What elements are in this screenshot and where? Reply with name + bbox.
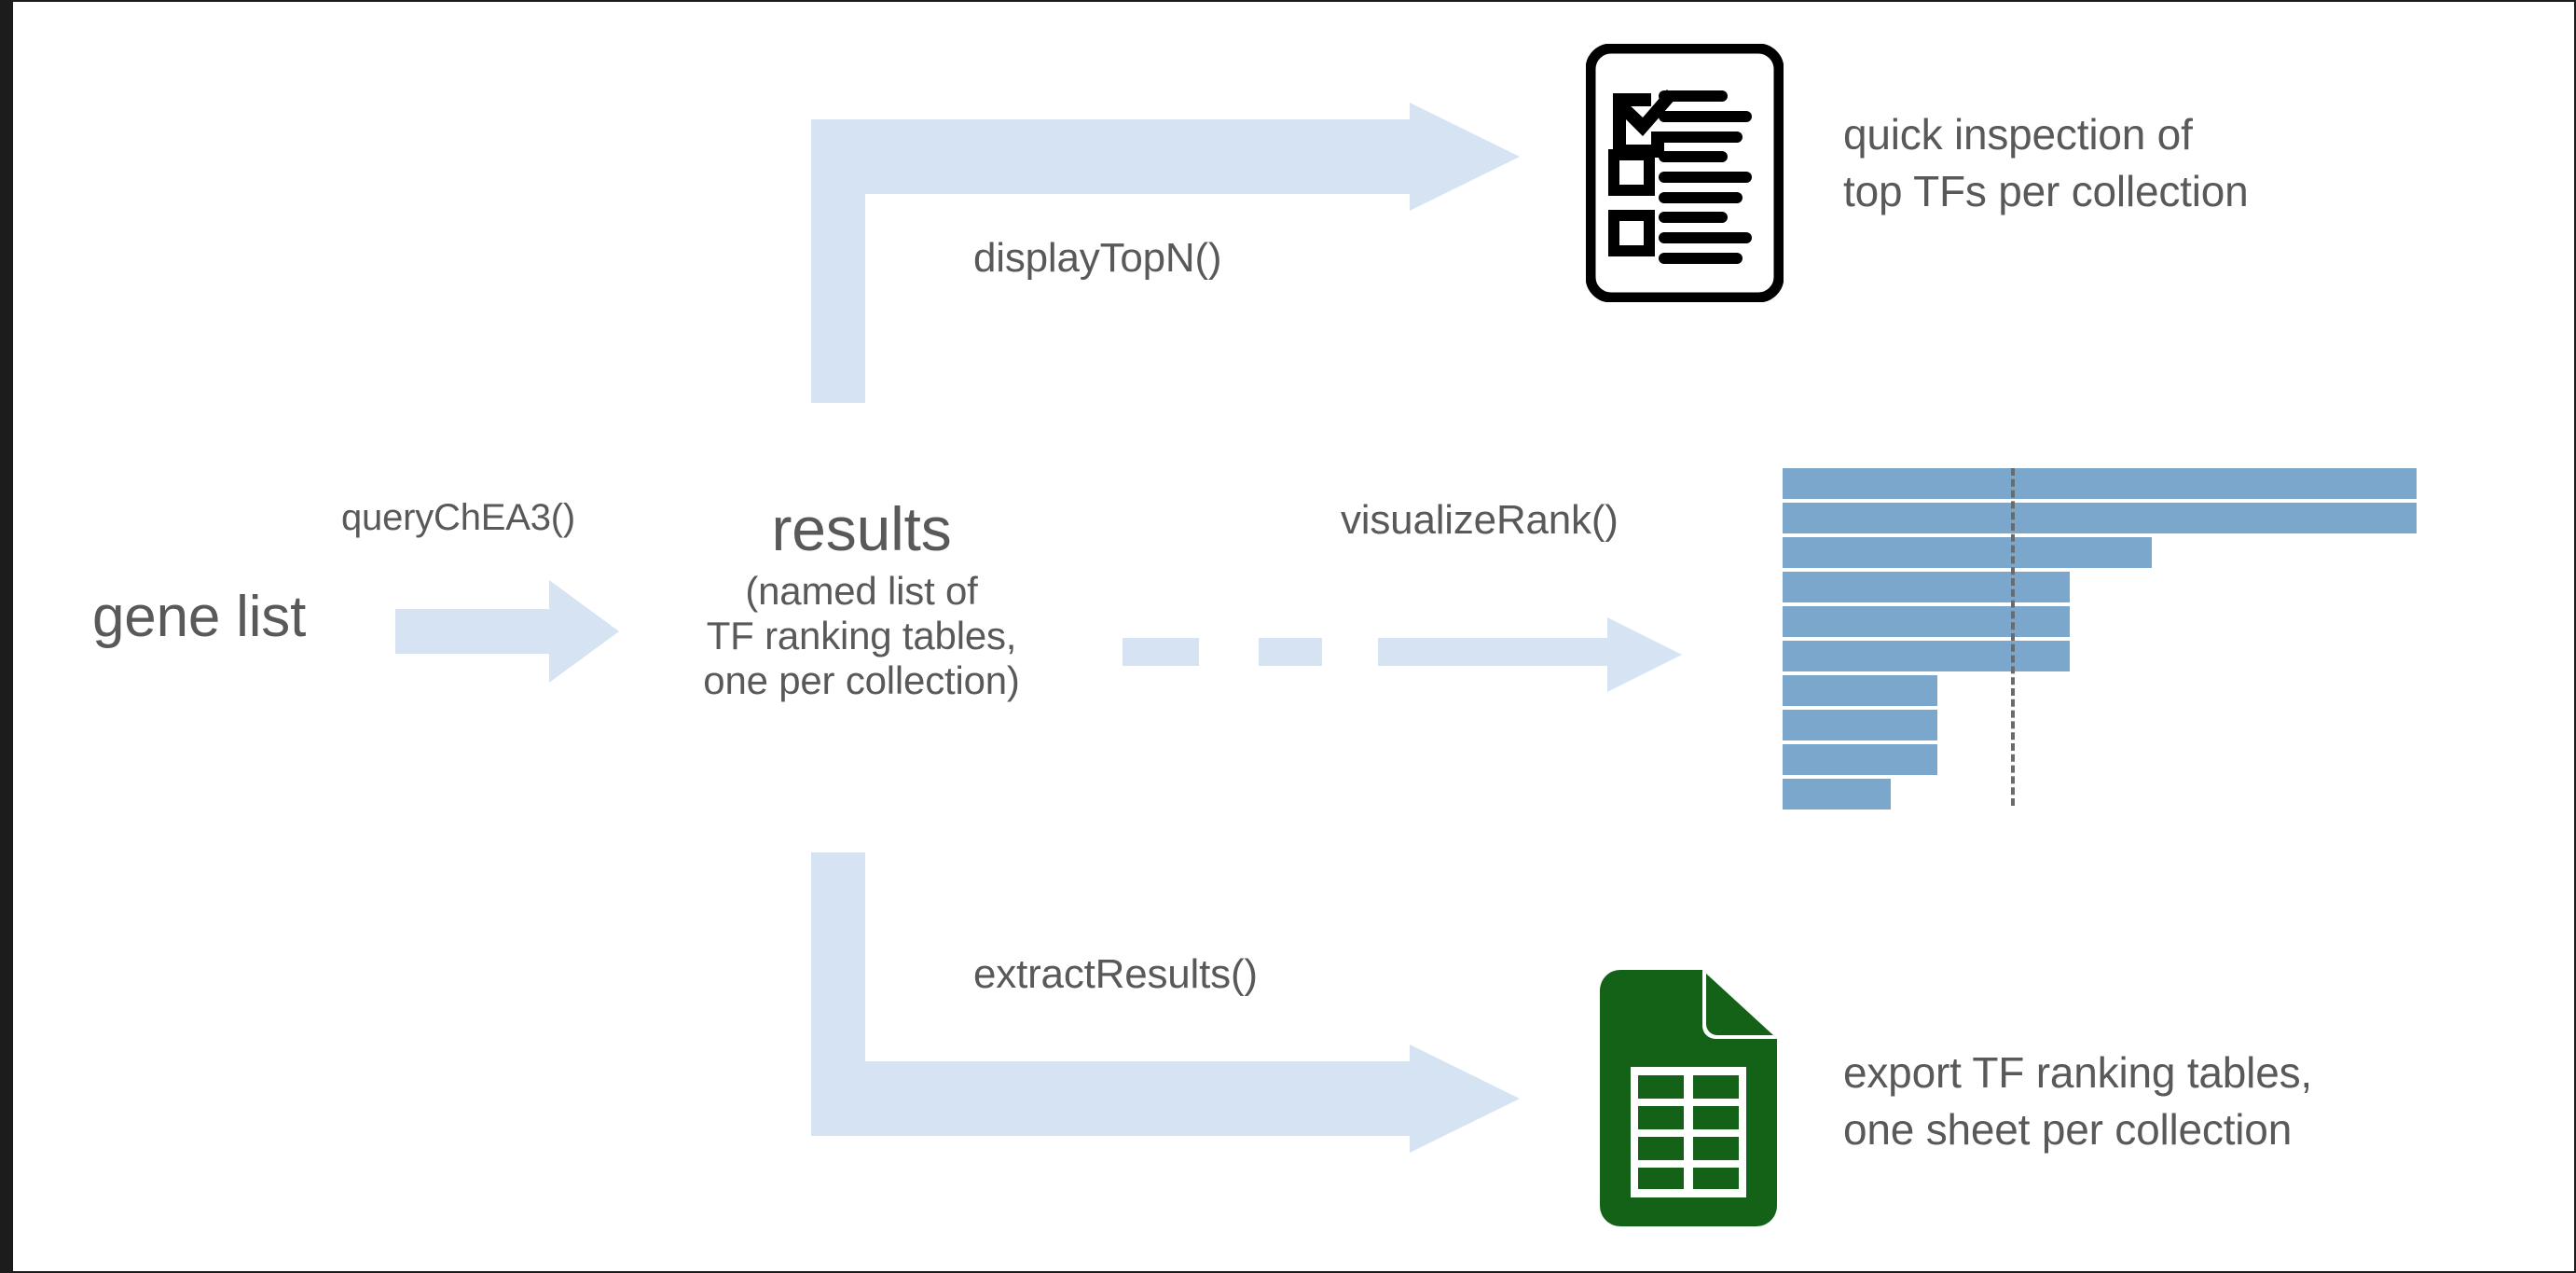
function-label-query-chea3: queryChEA3() [341,497,576,538]
bar-row [1783,710,1937,740]
horizontal-bar-chart [1783,468,2426,809]
function-label-display-top-n: displayTopN() [973,235,1222,281]
input-node-gene-list: gene list [92,585,307,649]
function-label-visualize-rank: visualizeRank() [1341,497,1619,543]
arrow-right-icon [395,580,619,683]
dashed-arrow-right-icon [1123,617,1682,692]
spreadsheet-caption: export TF ranking tables, one sheet per … [1843,1048,2312,1154]
bar-row [1783,779,1891,809]
bar-row [1783,744,1937,775]
bar-row [1783,537,2152,568]
bar-row [1783,468,2417,499]
checklist-caption: quick inspection of top TFs per collecti… [1843,110,2249,215]
function-label-extract-results: extractResults() [973,951,1258,997]
elbow-arrow-down-right-icon [811,852,1520,1153]
spreadsheet-document-icon [1600,970,1777,1226]
bar-row [1783,641,2070,671]
elbow-arrow-up-right-icon [811,103,1520,403]
bar-row [1783,675,1937,706]
bar-row [1783,606,2070,637]
results-node-sublabel: (named list of TF ranking tables, one pe… [703,569,1020,702]
bar-row [1783,572,2070,602]
results-node-label: results [771,494,952,563]
threshold-dashed-line [2011,468,2015,806]
checklist-document-icon [1586,44,1784,302]
bar-row [1783,503,2417,533]
